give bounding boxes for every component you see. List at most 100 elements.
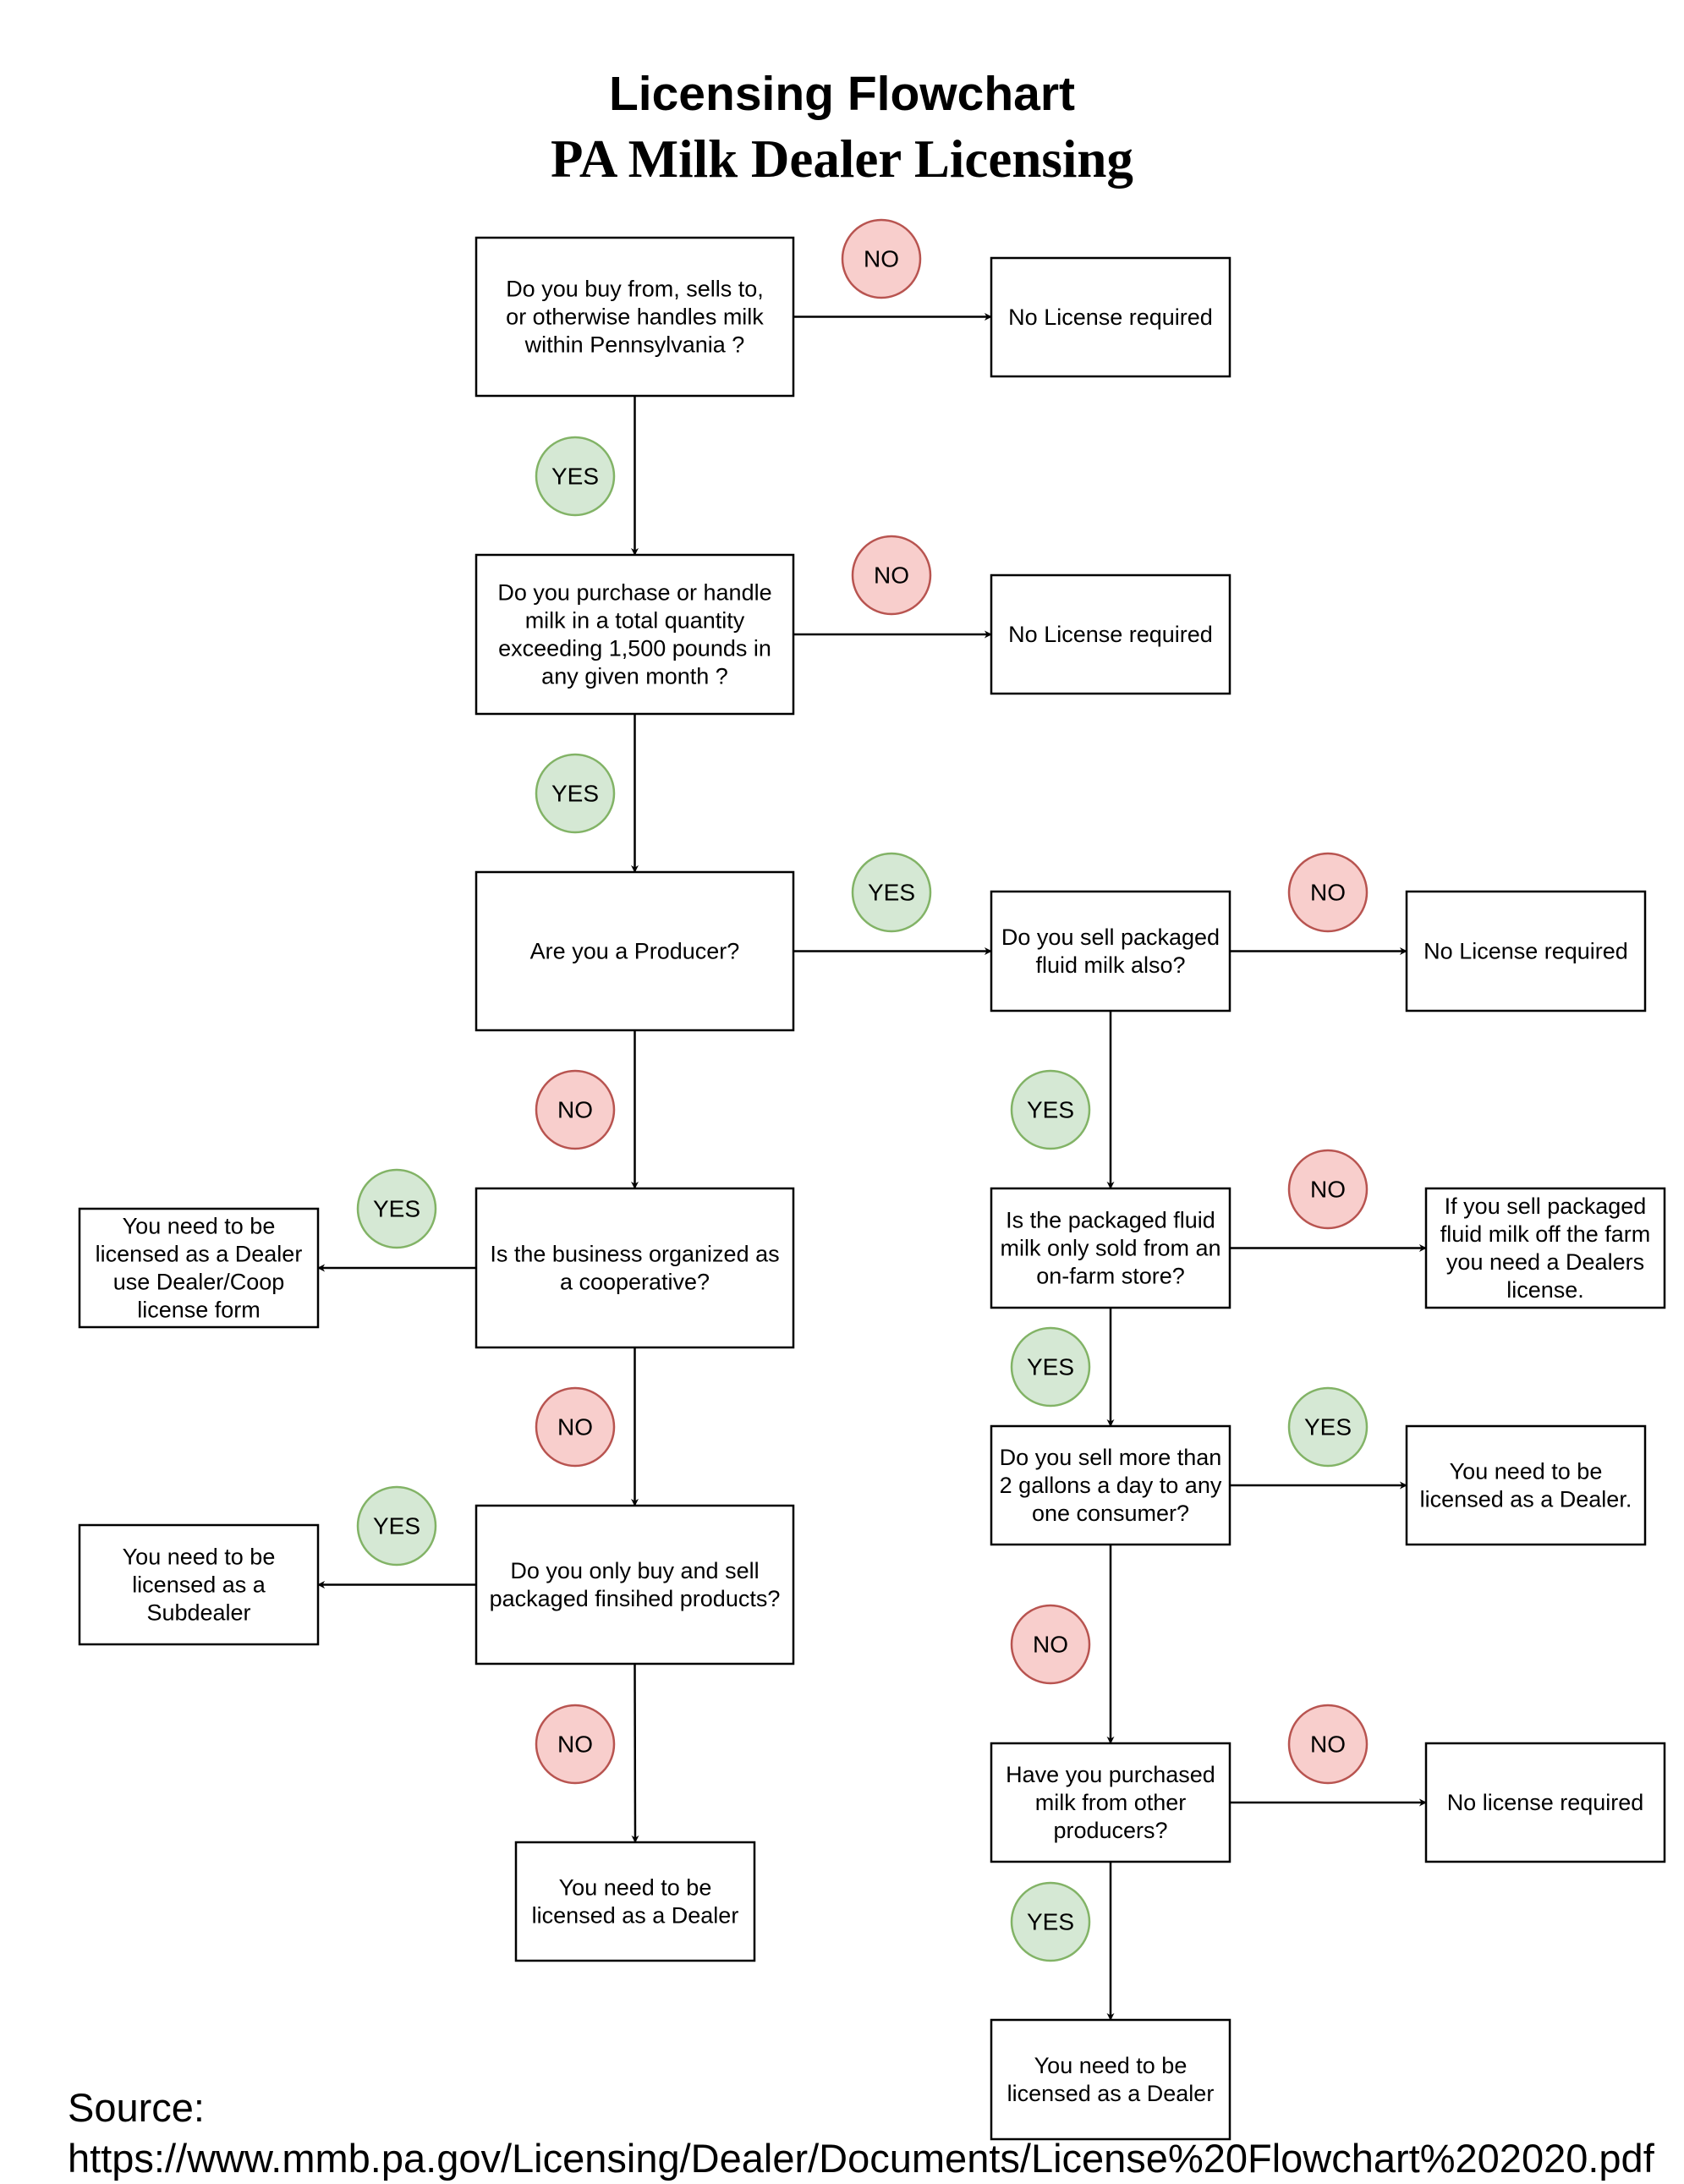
flow-box-text: you need a Dealers bbox=[1446, 1249, 1644, 1275]
no-badge: NO bbox=[1287, 1149, 1369, 1230]
yes-badge: YES bbox=[1010, 1881, 1091, 1962]
connector-q8-r5 bbox=[631, 1663, 639, 1843]
badge-circle bbox=[535, 1386, 616, 1468]
badge-label: YES bbox=[551, 781, 599, 807]
flow-box-border bbox=[1405, 890, 1647, 1012]
badge-circle bbox=[1010, 1069, 1091, 1150]
no-badge: NO bbox=[1287, 852, 1369, 933]
flow-box-text: No License required bbox=[1008, 622, 1213, 647]
badge-label: YES bbox=[1027, 1097, 1074, 1123]
flow-box-text: milk from other bbox=[1035, 1790, 1187, 1815]
badge-label: NO bbox=[1310, 1731, 1346, 1758]
flow-box-n1: No License required bbox=[990, 256, 1231, 378]
flow-box-text: any given month ? bbox=[541, 664, 728, 689]
badge-circle bbox=[1010, 1881, 1091, 1962]
flow-box-text: exceeding 1,500 pounds in bbox=[498, 636, 771, 661]
flow-box-text: You need to be bbox=[559, 1875, 712, 1901]
badge-label: YES bbox=[551, 464, 599, 490]
badge-label: NO bbox=[1310, 880, 1346, 906]
badge-label: NO bbox=[557, 1097, 593, 1123]
source-citation: Source: https://www.mmb.pa.gov/Licensing… bbox=[68, 2082, 1654, 2184]
yes-badge: YES bbox=[535, 753, 616, 834]
flow-box-text: packaged finsihed products? bbox=[490, 1586, 781, 1611]
flow-box-q1: Do you buy from, sells to,or otherwise h… bbox=[474, 236, 795, 398]
no-badge: NO bbox=[1010, 1604, 1091, 1685]
flow-box-border bbox=[474, 553, 795, 716]
badge-label: NO bbox=[1310, 1177, 1346, 1203]
no-badge: NO bbox=[851, 535, 932, 616]
flow-box-border bbox=[474, 1187, 795, 1349]
yes-badge: YES bbox=[851, 852, 932, 933]
flow-box-text: licensed as a Dealer bbox=[532, 1903, 739, 1929]
flow-box-border bbox=[474, 870, 795, 1032]
flow-box-text: license form bbox=[137, 1298, 261, 1323]
flowchart-boxes: Do you buy from, sells to,or otherwise h… bbox=[78, 236, 1666, 2141]
source-url[interactable]: https://www.mmb.pa.gov/Licensing/Dealer/… bbox=[68, 2136, 1654, 2181]
yes-badge: YES bbox=[535, 436, 616, 517]
flow-box-border bbox=[990, 890, 1231, 1012]
flow-box-n2: No License required bbox=[990, 573, 1231, 695]
flow-box-border bbox=[1405, 1424, 1647, 1546]
flow-box-text: licensed as a Dealer. bbox=[1420, 1487, 1632, 1512]
flow-box-text: licensed as a Dealer bbox=[1007, 2081, 1215, 2106]
badge-circle bbox=[356, 1485, 437, 1567]
flow-box-border bbox=[990, 1187, 1231, 1309]
yes-badge: YES bbox=[1010, 1326, 1091, 1408]
badge-circle bbox=[851, 852, 932, 933]
flow-box-text: Do you sell packaged bbox=[1001, 925, 1220, 950]
flow-box-text: within Pennsylvania ? bbox=[524, 332, 745, 358]
flow-box-text: You need to be bbox=[123, 1545, 276, 1570]
flow-box-text: or otherwise handles milk bbox=[506, 305, 764, 330]
flow-box-text: fluid milk also? bbox=[1035, 952, 1185, 978]
connectors bbox=[317, 313, 1427, 2021]
badge-circle bbox=[841, 218, 922, 299]
flow-box-text: licensed as a Dealer bbox=[96, 1242, 303, 1267]
flow-box-text: a cooperative? bbox=[560, 1270, 710, 1295]
badge-circle bbox=[1287, 1386, 1369, 1468]
flow-box-q3: Are you a Producer? bbox=[474, 870, 795, 1032]
flow-box-text: No License required bbox=[1423, 939, 1628, 964]
flow-box-text: If you sell packaged bbox=[1445, 1194, 1647, 1219]
flow-box-border bbox=[990, 1742, 1231, 1863]
yes-badge: YES bbox=[1010, 1069, 1091, 1150]
flow-box-border bbox=[990, 1424, 1231, 1546]
flow-box-text: producers? bbox=[1053, 1818, 1167, 1843]
flow-box-text: No License required bbox=[1008, 305, 1213, 330]
flow-box-text: on-farm store? bbox=[1036, 1264, 1185, 1289]
flow-box-text: You need to be bbox=[1450, 1459, 1603, 1484]
badge-circle bbox=[535, 436, 616, 517]
flow-box-r3: You need to be licensed as a Dealer. bbox=[1405, 1424, 1647, 1546]
flow-box-text: milk in a total quantity bbox=[525, 608, 745, 634]
flow-box-text: Are you a Producer? bbox=[530, 939, 740, 964]
flow-box-border bbox=[990, 256, 1231, 378]
flow-box-text: You need to be bbox=[1034, 2053, 1188, 2078]
yes-badge: YES bbox=[356, 1485, 437, 1567]
flow-box-text: No license required bbox=[1447, 1790, 1644, 1815]
badge-circle bbox=[1010, 1326, 1091, 1408]
yes-badge: YES bbox=[1287, 1386, 1369, 1468]
badge-circle bbox=[535, 1704, 616, 1785]
flow-box-border bbox=[1424, 1187, 1666, 1309]
flow-box-q5: Is the business organized asa cooperativ… bbox=[474, 1187, 795, 1349]
flow-box-border bbox=[78, 1523, 320, 1646]
no-badge: NO bbox=[1287, 1704, 1369, 1785]
chart-subtitle: PA Milk Dealer Licensing bbox=[551, 129, 1133, 189]
badge-label: YES bbox=[1027, 1354, 1074, 1380]
badge-label: NO bbox=[557, 1414, 593, 1440]
badge-circle bbox=[1287, 1149, 1369, 1230]
badge-circle bbox=[851, 535, 932, 616]
flow-box-text: licensed as a bbox=[132, 1572, 266, 1598]
flow-box-n3: No License required bbox=[1405, 890, 1647, 1012]
badge-label: YES bbox=[868, 880, 915, 906]
badge-label: YES bbox=[373, 1196, 420, 1222]
badge-label: YES bbox=[1304, 1414, 1352, 1440]
